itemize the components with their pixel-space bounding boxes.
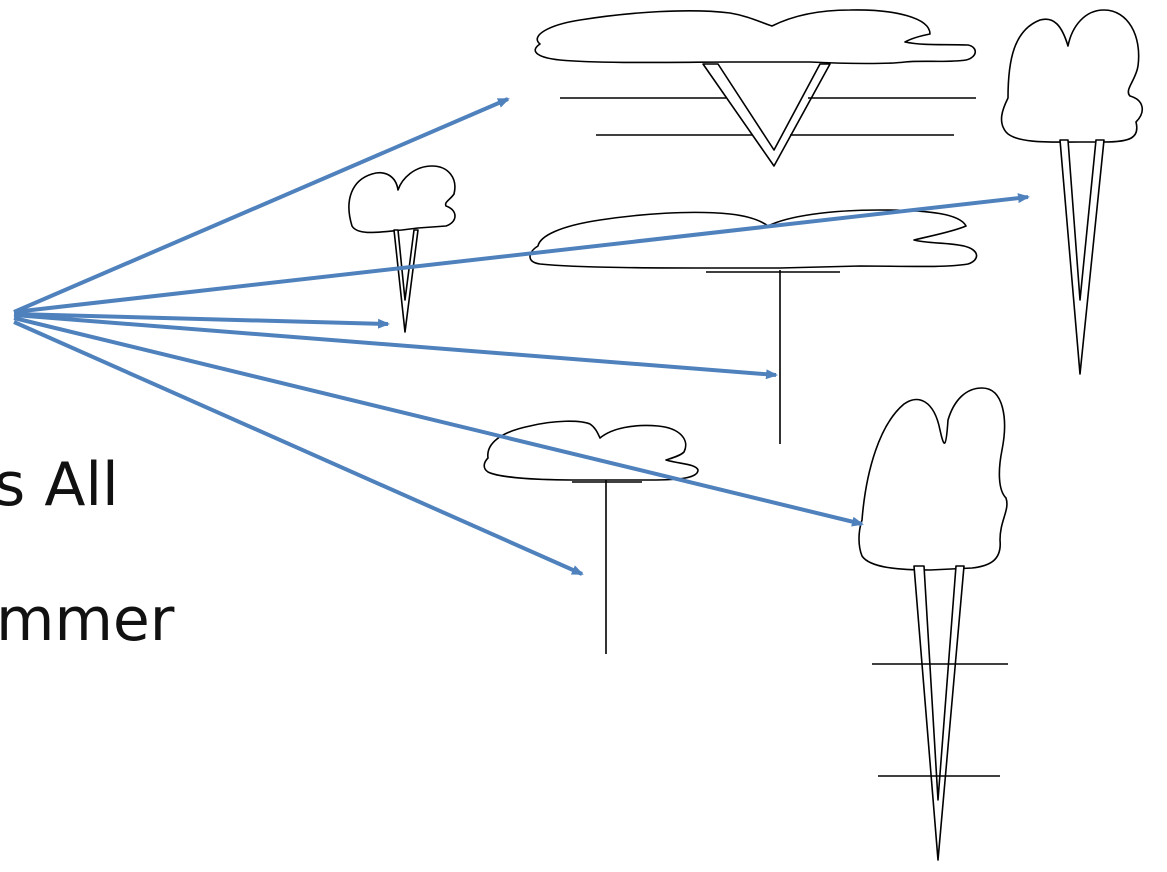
tall-stem-bottom-right [914, 566, 964, 860]
small-stem-center [394, 230, 418, 332]
small-cloud-center [349, 166, 455, 332]
tall-cloud-bottom-right [859, 388, 1008, 860]
cloud-cap-middle [530, 210, 977, 268]
wide-cloud-top [535, 10, 976, 166]
small-cloud-lower [484, 421, 698, 654]
cloud-cap-top [535, 10, 975, 64]
tall-stem-top-right [1060, 140, 1104, 374]
small-cap-lower [484, 421, 698, 480]
tall-cap-bottom-right [859, 388, 1007, 570]
slide-text-line-2: mmer [0, 590, 174, 650]
cloud-stem-v [703, 64, 830, 166]
small-cap-center [349, 166, 455, 233]
slide-text-line-1: s All [0, 455, 119, 515]
tall-cap-top-right [1002, 10, 1143, 142]
tall-cloud-top-right [1002, 10, 1143, 374]
